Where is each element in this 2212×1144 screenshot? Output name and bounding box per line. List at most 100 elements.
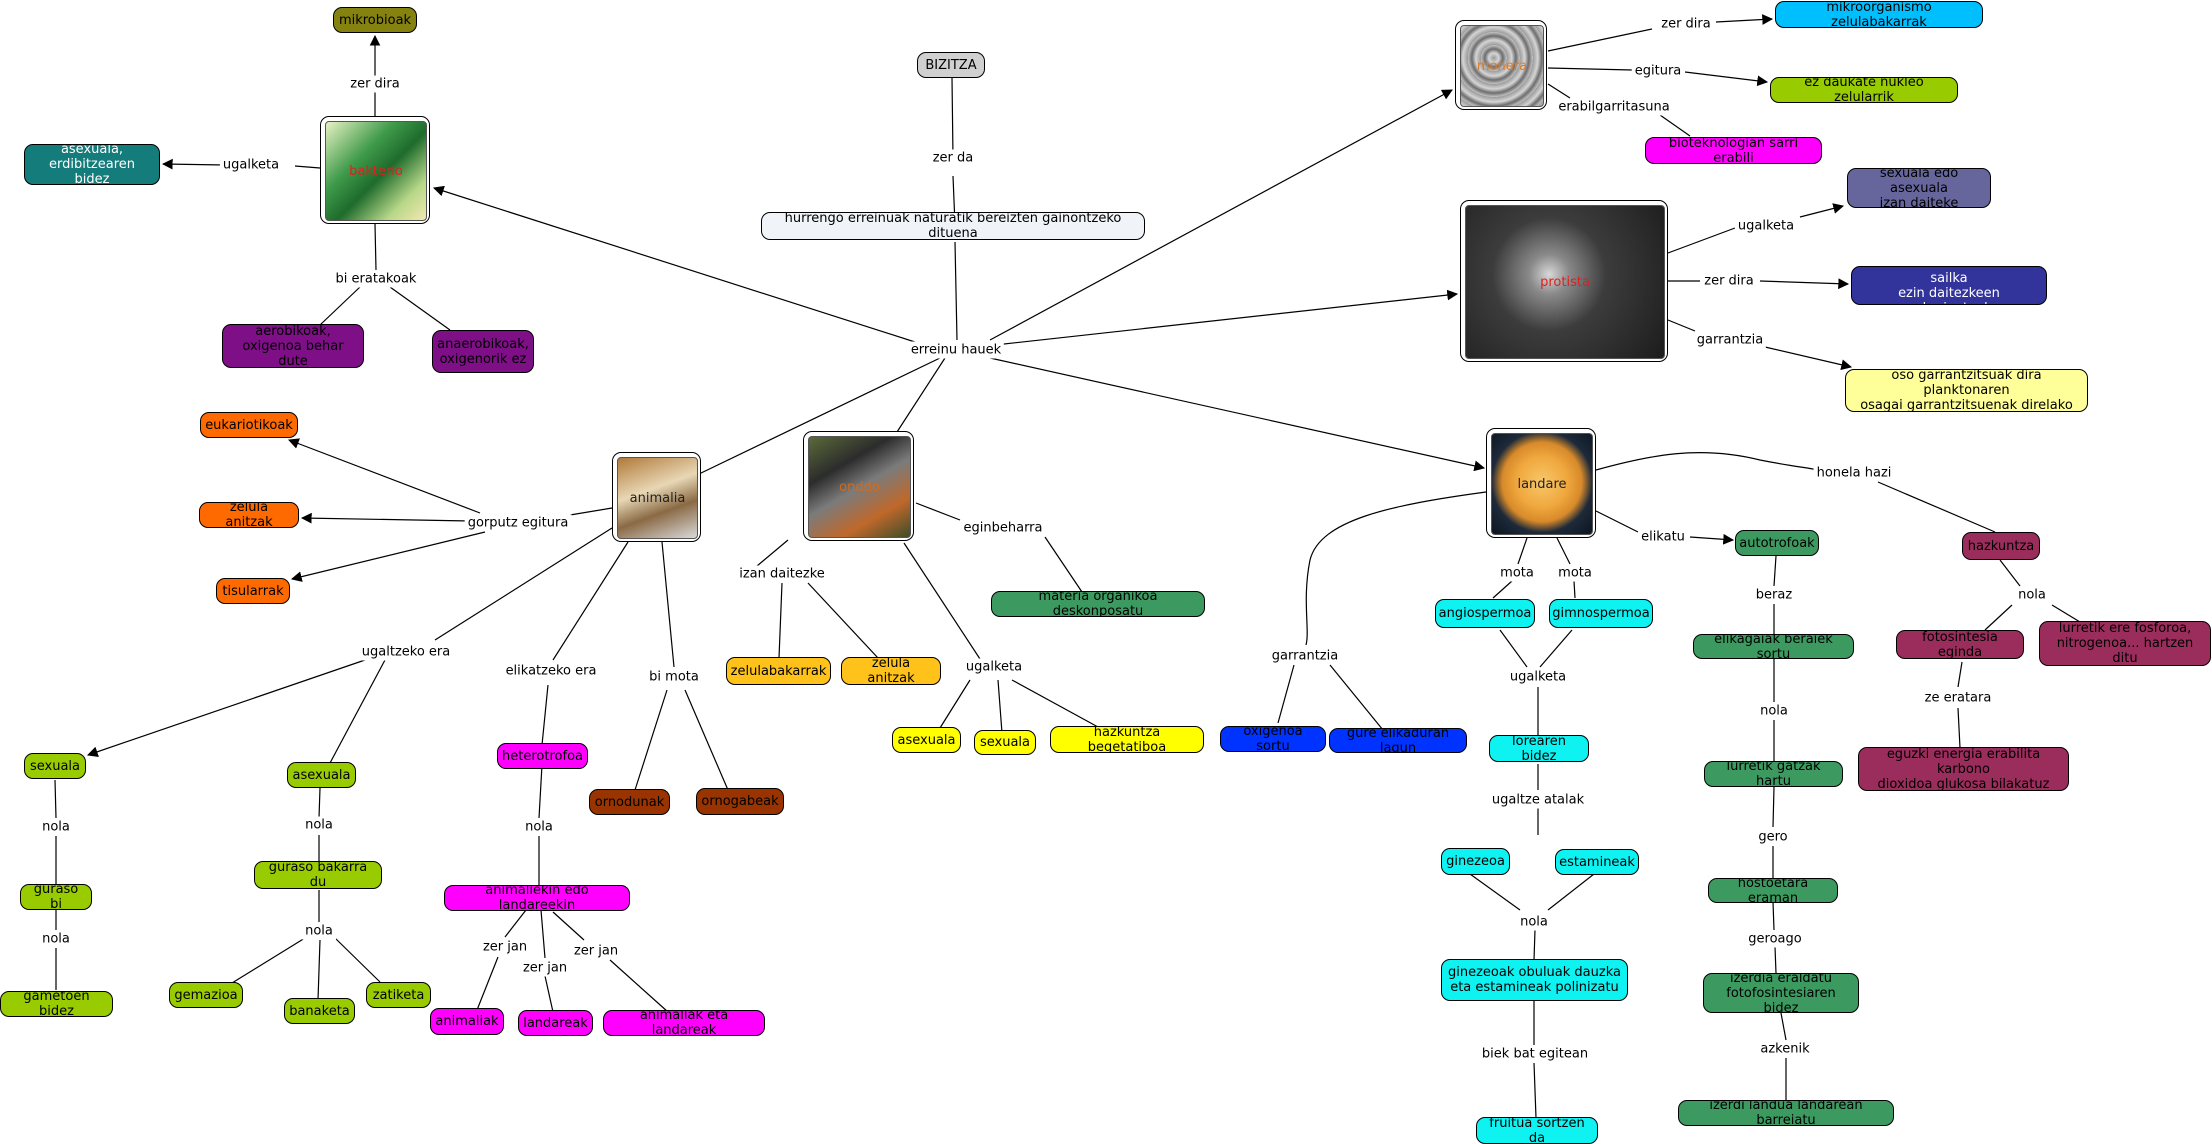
edge	[1780, 1012, 1787, 1041]
edge	[1957, 707, 1961, 749]
landareak-node[interactable]: landareak	[518, 1010, 593, 1036]
edge	[1759, 278, 1850, 290]
protista-zer-dira-node[interactable]: erreinu eukariotikoetan sailka ezin dait…	[1851, 266, 2047, 305]
sexuala-onddo-node[interactable]: sexuala	[974, 730, 1036, 755]
zelula-anitzak-animalia-node[interactable]: zelula anitzak	[199, 502, 299, 528]
hazkuntza-node[interactable]: hazkuntza	[1962, 532, 2040, 560]
autotrofoak-node[interactable]: autotrofoak	[1735, 530, 1819, 556]
mikroorganismo-node[interactable]: mikroorganismo zelulabakarrak	[1775, 1, 1983, 28]
edge	[1044, 536, 1083, 593]
link-bi-mota: bi mota	[646, 668, 702, 686]
edge	[1984, 604, 2013, 631]
edge	[1774, 946, 1777, 974]
fruitua-node[interactable]: fruitua sortzen da	[1476, 1117, 1598, 1144]
edge	[54, 779, 57, 819]
fotosintesia-node[interactable]: fotosintesia eginda	[1896, 630, 2024, 659]
animaliak-eta-landareak-node[interactable]: animaliak eta landareak	[603, 1010, 765, 1036]
guraso-bakarra-node[interactable]: guraso bakarra du	[254, 861, 382, 889]
link-protista-ugalketa: ugalketa	[1734, 217, 1798, 235]
aerobikoak-node[interactable]: aerobikoak, oxigenoa behar dute	[222, 324, 364, 368]
edge	[231, 937, 306, 984]
edge	[374, 223, 377, 271]
monera-label: monera	[1476, 58, 1528, 74]
edge	[684, 689, 729, 791]
edge	[1573, 580, 1576, 599]
banaketa-node[interactable]: banaketa	[284, 998, 355, 1024]
animaliak-node[interactable]: animaliak	[430, 1008, 504, 1035]
edge	[538, 764, 543, 819]
edge	[994, 289, 1459, 346]
anaerobikoak-node[interactable]: anaerobikoak, oxigenorik ez	[432, 330, 534, 373]
zelulabakarrak-node[interactable]: zelulabakarrak	[726, 657, 831, 685]
landare-label: landare	[1517, 476, 1567, 492]
gametoen-bidez-node[interactable]: gametoen bidez	[0, 991, 113, 1017]
edge	[540, 909, 546, 959]
lorearen-bidez-node[interactable]: lorearen bidez	[1489, 735, 1589, 762]
eguzki-energia-node[interactable]: eguzki energia erabilita karbono dioxido…	[1858, 747, 2069, 791]
edge	[778, 582, 783, 659]
materia-organikoa-node[interactable]: materia organikoa deskonposatu	[991, 591, 1205, 617]
protista-ugalketa-node[interactable]: sexuala edo asexuala izan daiteke	[1847, 168, 1991, 208]
edge	[569, 507, 613, 516]
animalia-image-node[interactable]: animalia	[612, 452, 701, 542]
izerdia-eraldatu-node[interactable]: izerdia eraldatu fotofosintesiaren bidez	[1703, 973, 1859, 1013]
landare-image-node[interactable]: landare	[1486, 428, 1596, 538]
edge	[1533, 1062, 1537, 1119]
mikrobioak-node[interactable]: mikrobioak	[333, 7, 417, 33]
ginezeoak-obuluak-node[interactable]: ginezeoak obuluak dauzka eta estamineak …	[1441, 959, 1628, 1001]
zatiketa-node[interactable]: zatiketa	[366, 982, 431, 1008]
edge	[1556, 537, 1571, 565]
edge	[86, 659, 366, 757]
lurretik-gatzak-node[interactable]: lurretik gatzak hartu	[1704, 761, 1843, 787]
link-zer-jan-3: zer jan	[570, 942, 622, 960]
edge	[1595, 510, 1639, 533]
ornogabeak-node[interactable]: ornogabeak	[696, 788, 784, 815]
heterotrofoa-node[interactable]: heterotrofoa	[497, 743, 588, 769]
ginezeoa-node[interactable]: ginezeoa	[1441, 848, 1510, 875]
asexuala-onddo-node[interactable]: asexuala	[892, 727, 961, 753]
gure-elikadura-node[interactable]: gure elikaduran lagun	[1329, 728, 1467, 753]
bakterio-ugalketa-node[interactable]: asexuala, erdibitzearen bidez	[24, 144, 160, 185]
eukariotikoak-node[interactable]: eukariotikoak	[200, 412, 298, 438]
gimnospermoa-node[interactable]: gimnospermoa	[1549, 599, 1653, 628]
hostoetara-node[interactable]: hostoetara eraman	[1708, 878, 1838, 903]
zelula-anitzak-onddo-node[interactable]: zelula anitzak	[841, 657, 941, 685]
onddo-image-node[interactable]: onddo	[803, 431, 914, 541]
definition-node[interactable]: hurrengo erreinuak naturatik bereizten g…	[761, 212, 1145, 240]
angiospermoa-node[interactable]: angiospermoa	[1435, 599, 1535, 628]
gemazioa-node[interactable]: gemazioa	[169, 982, 243, 1008]
ornodunak-node[interactable]: ornodunak	[589, 789, 670, 815]
link-ugaltzeko-era: ugaltzeko era	[358, 643, 454, 661]
plankton-node[interactable]: oso garrantzitsuak dira planktonaren osa…	[1845, 369, 2088, 412]
link-ugaltze-atalak: ugaltze atalak	[1488, 791, 1588, 809]
bioteknologian-node[interactable]: bioteknologian sarri erabili	[1645, 137, 1822, 164]
edge	[300, 512, 471, 524]
guraso-bi-node[interactable]: guraso bi	[20, 884, 92, 910]
protista-image-node[interactable]: protista	[1460, 200, 1668, 362]
edge	[318, 787, 321, 819]
lurretik-fosforoa-node[interactable]: lurretik ere fosforoa, nitrogenoa... har…	[2039, 621, 2211, 666]
asexuala-animalia-node[interactable]: asexuala	[287, 762, 356, 788]
tisularrak-node[interactable]: tisularrak	[216, 578, 290, 604]
edge	[552, 911, 585, 941]
link-nola-guraso-bi: nola	[39, 930, 73, 948]
edge	[1547, 28, 1653, 52]
hazkuntza-begetatiboa-node[interactable]: hazkuntza begetatiboa	[1050, 726, 1204, 753]
edge	[1667, 227, 1736, 254]
nukleo-node[interactable]: ez daukate nukleo zelularrik	[1770, 77, 1958, 103]
edge	[1877, 481, 1996, 533]
edge	[1764, 346, 1853, 371]
sexuala-animalia-node[interactable]: sexuala	[24, 753, 86, 779]
estamineak-node[interactable]: estamineak	[1555, 849, 1639, 875]
oxigenoa-sortu-node[interactable]: oxigenoa sortu	[1220, 726, 1326, 752]
link-bakterio-zer-dira: zer dira	[347, 75, 403, 93]
bakterio-image-node[interactable]: bakterio	[320, 116, 430, 224]
animaliekin-node[interactable]: animaliekin edo landareekin	[444, 885, 630, 911]
izerdi-landua-node[interactable]: izerdi landua landarean barreiatu	[1678, 1100, 1894, 1126]
elikagaiak-node[interactable]: elikagaiak beraiek sortu	[1693, 634, 1854, 659]
bizitza-node[interactable]: BIZITZA	[917, 52, 985, 78]
edge	[989, 89, 1453, 341]
monera-image-node[interactable]: monera	[1455, 20, 1547, 110]
edge	[1547, 873, 1595, 911]
edge	[1547, 83, 1571, 99]
